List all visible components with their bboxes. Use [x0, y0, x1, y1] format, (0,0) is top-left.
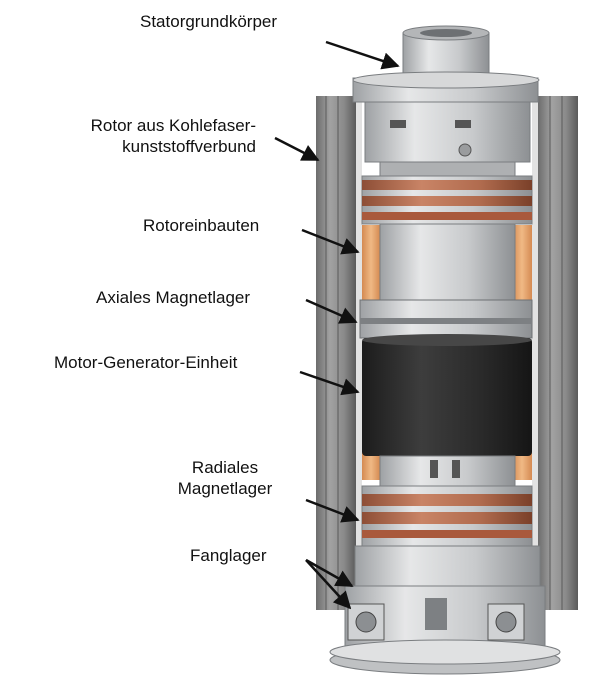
axial-magnetic-bearing [359, 299, 533, 339]
label-stator-base-body: Statorgrundkörper [140, 12, 278, 31]
label-rotor: Rotor aus Kohlefaser- kunststoffverbund [20, 115, 256, 157]
arrow-stator [325, 40, 400, 70]
lower-radial-bearing [361, 455, 533, 547]
label-catcher-bearing: Fanglager [190, 546, 267, 565]
arrow-radial-bearing [305, 498, 360, 523]
label-rotor-internals: Rotoreinbauten [143, 216, 260, 235]
upper-radial-bearing [361, 175, 533, 225]
arrow-rotor [274, 136, 320, 162]
label-rotor-line2: kunststoffverbund [122, 137, 256, 156]
catcher-bearing-base [329, 545, 561, 675]
arrow-axial-bearing [305, 298, 358, 324]
arrow-motor-generator [299, 370, 360, 396]
label-radial-line2: Magnetlager [177, 479, 273, 498]
shaft [379, 223, 516, 301]
motor-generator-unit [362, 334, 532, 456]
arrow-catcher-2 [305, 559, 352, 610]
label-rotor-line1: Rotor aus Kohlefaser- [90, 116, 256, 135]
leader-arrows [274, 40, 400, 610]
rotor-shell [316, 96, 578, 610]
label-radial-magnetic-bearing: Radiales Magnetlager [160, 457, 290, 499]
label-axial-magnetic-bearing: Axiales Magnetlager [96, 288, 251, 307]
label-motor-generator-unit: Motor-Generator-Einheit [54, 353, 238, 372]
label-radial-line1: Radiales [191, 458, 259, 477]
stator-base-body [352, 25, 540, 177]
arrow-catcher-1 [305, 558, 354, 588]
arrow-rotor-internals [301, 228, 360, 255]
